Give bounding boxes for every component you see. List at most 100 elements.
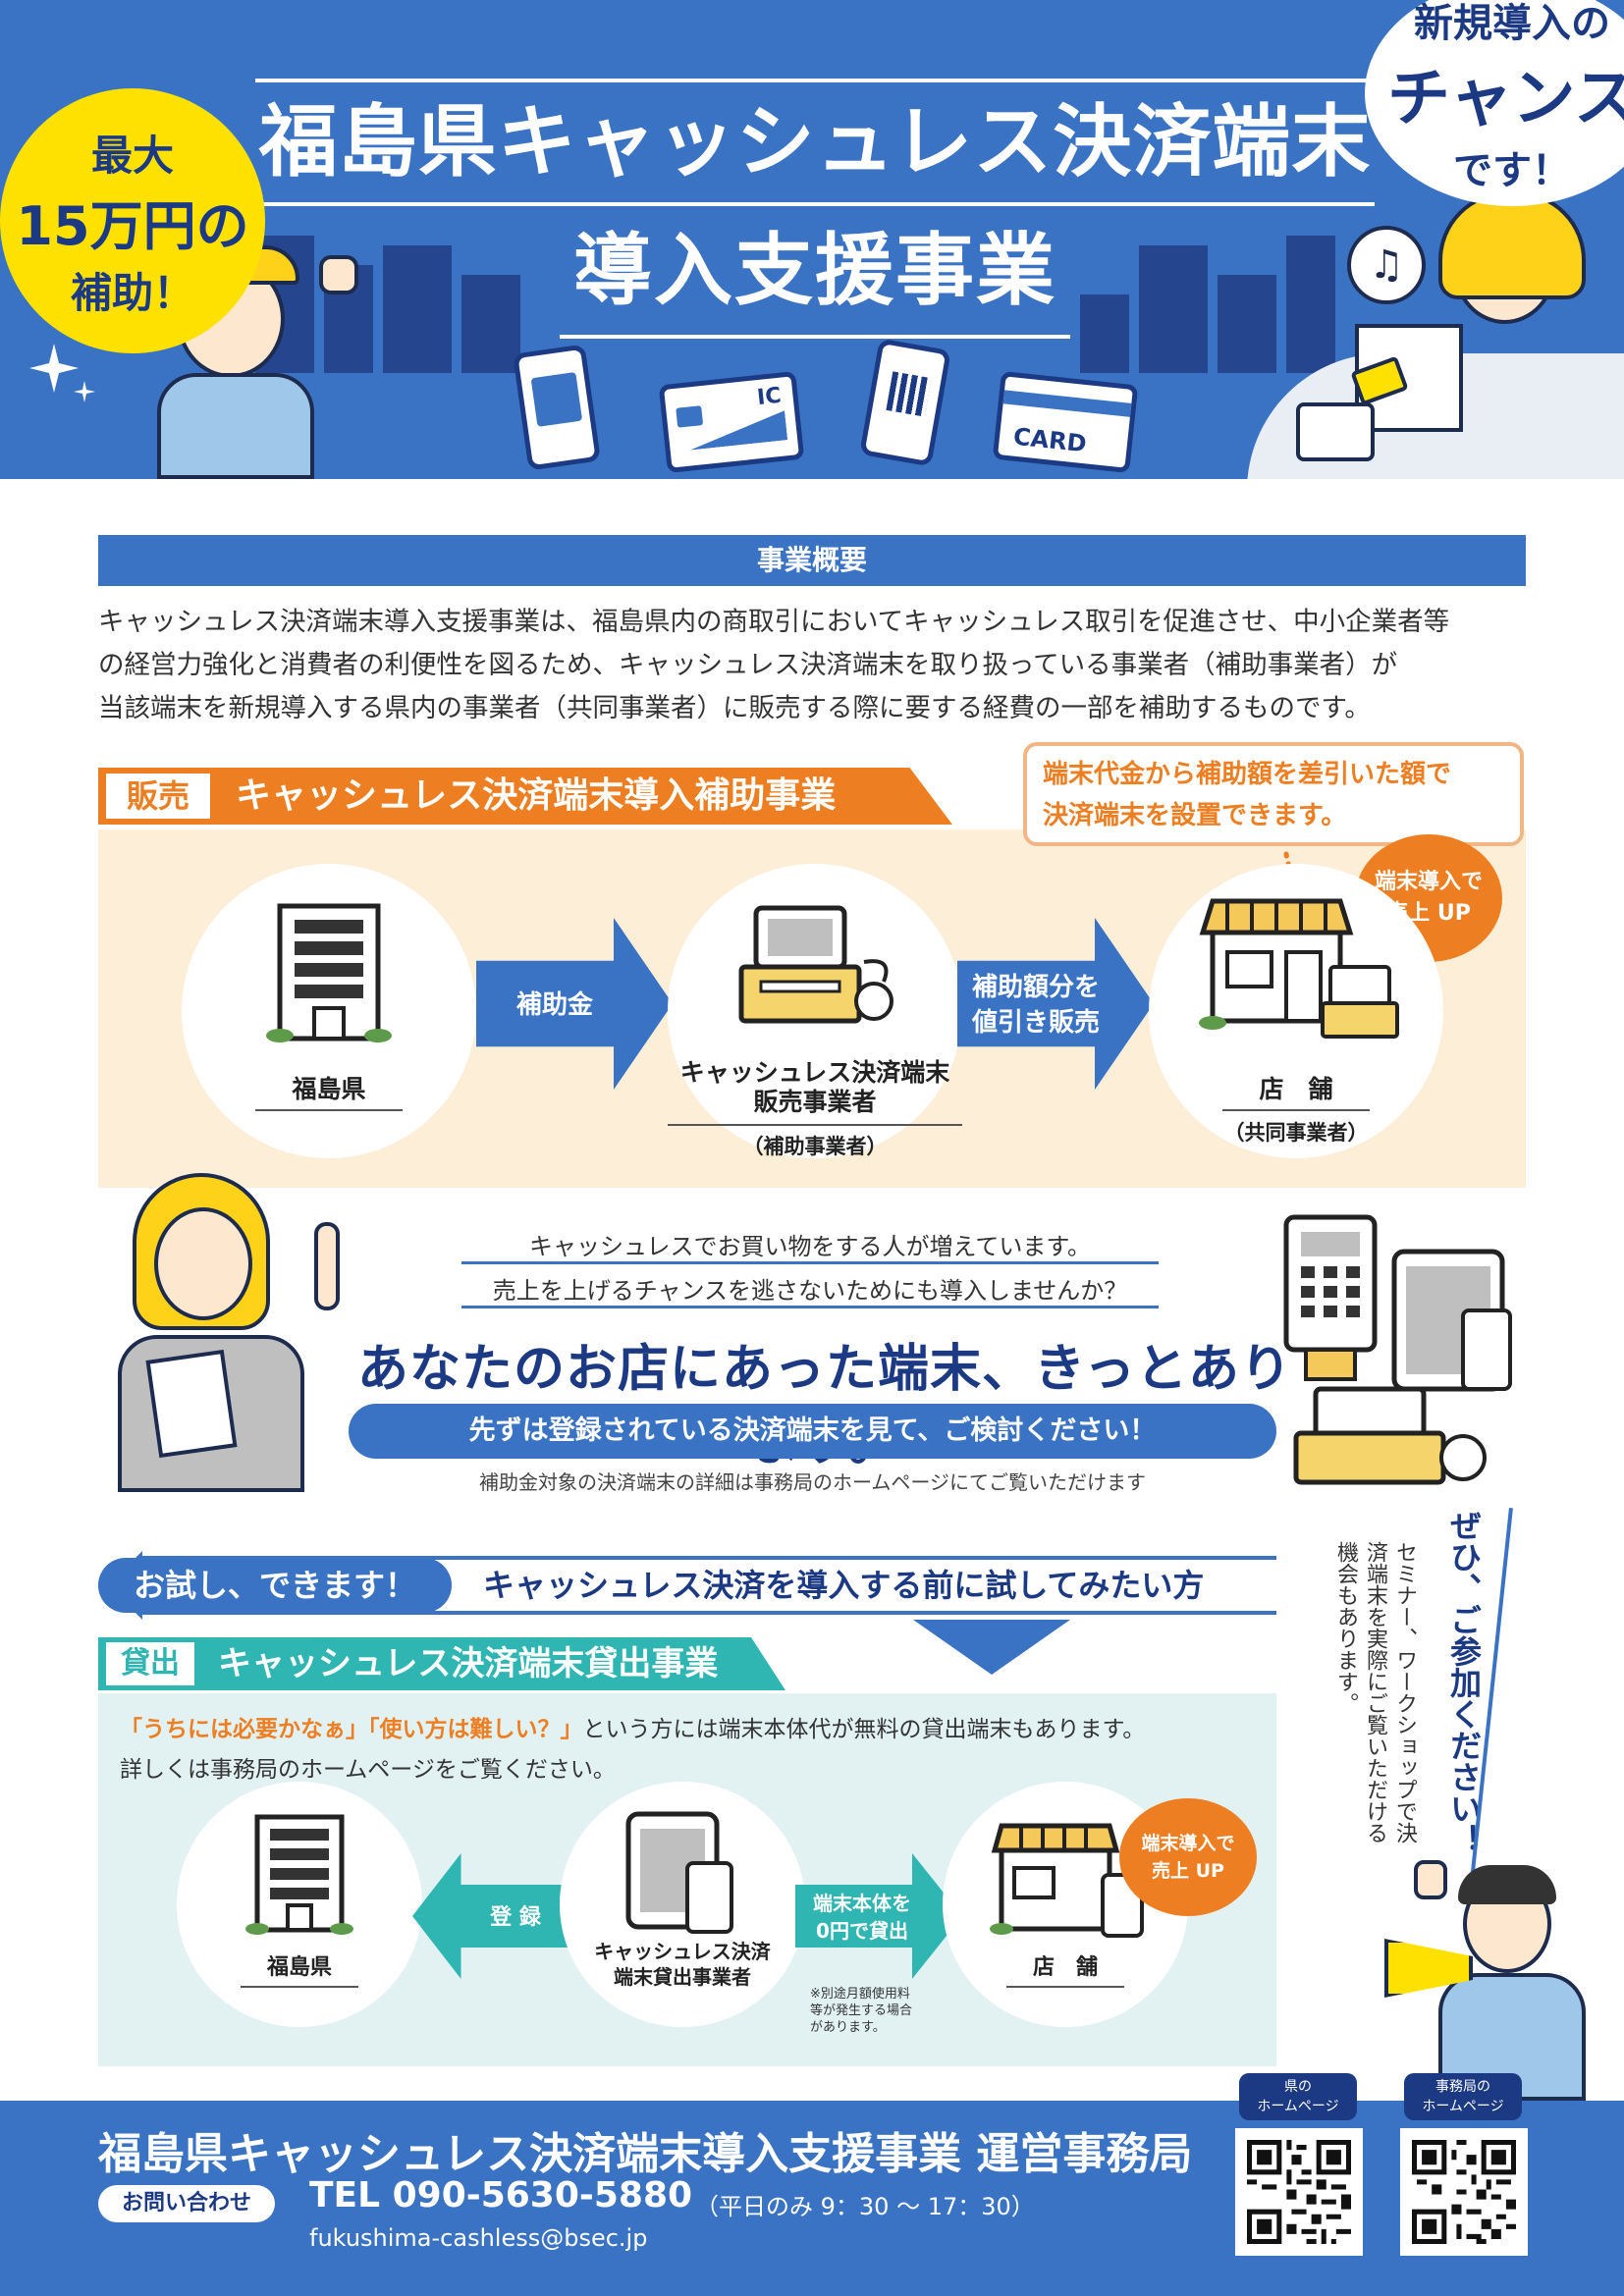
promo-line-1: キャッシュレスでお買い物をする人が増えています。 (461, 1227, 1159, 1264)
vendor-label-line1: キャッシュレス決済端末 (679, 1058, 950, 1087)
vendor-label: キャッシュレス決済端末 販売事業者 (668, 1058, 962, 1117)
overview-line: キャッシュレス決済端末導入支援事業は、福島県内の商取引においてキャッシュレス取引… (98, 607, 1450, 637)
office-homepage-line1: 事務局の (1435, 2079, 1490, 2095)
prefecture-homepage-line2: ホームページ (1257, 2099, 1339, 2114)
office-homepage-line2: ホームページ (1422, 2099, 1504, 2114)
lending-details-text: 詳しくは事務局のホームページをご覧ください。 (120, 1757, 616, 1783)
underline (1006, 1986, 1124, 1988)
promo-line-2: 売上を上げるチャンスを逃さないためにも導入しませんか？ (461, 1271, 1159, 1308)
subsidy-badge: 最大 15万円の 補助！ (0, 88, 265, 353)
payment-terminal-shape (1296, 402, 1375, 461)
prefecture-homepage-label: 県の ホームページ (1239, 2073, 1357, 2120)
pos-terminal-icon (738, 905, 893, 1024)
presenter-woman-illustration (93, 1168, 378, 1492)
office-building-icon (266, 903, 392, 1042)
overview-line: 当該端末を新規導入する県内の事業者（共同事業者）に販売する際に要する経費の一部を… (98, 693, 1371, 723)
underline (255, 1109, 403, 1111)
sparkle-icon (74, 381, 95, 402)
contact-label: お問い合わせ (98, 2185, 275, 2222)
sales-up-line1: 端末導入で (1374, 870, 1483, 894)
trial-pointer (913, 1620, 1070, 1675)
smartphone-icon (513, 344, 601, 471)
prefecture-label: 福島県 (292, 1075, 366, 1103)
register-arrow-label: 登 録 (490, 1905, 541, 1930)
underline (241, 1986, 358, 1988)
overview-line: の経営力強化と消費者の利便性を図るため、キャッシュレス決済端末を取り扱っている事… (98, 650, 1398, 680)
hair-shape (1438, 191, 1586, 299)
store-icon (990, 1823, 1144, 1938)
discount-arrow-label: 補助額分を 値引き販売 (957, 970, 1114, 1041)
lending-tag: 貸出 (106, 1642, 194, 1685)
chance-badge-line1: 新規導入の (1414, 1, 1610, 46)
underline (668, 1124, 962, 1126)
prefecture-homepage-line1: 県の (1284, 2079, 1312, 2095)
vendor-label-line2: 販売事業者 (753, 1088, 877, 1116)
overview-text: キャッシュレス決済端末導入支援事業は、福島県内の商取引においてキャッシュレス取引… (98, 601, 1532, 730)
building-shape (1080, 294, 1129, 373)
vendor-sub-label: （補助事業者） (742, 1135, 888, 1158)
ic-card-icon: IC (658, 370, 805, 474)
lending-title: キャッシュレス決済端末貸出事業 (218, 1644, 719, 1683)
office-name: 福島県キャッシュレス決済端末導入支援事業 運営事務局 (98, 2129, 1193, 2179)
building-shape (1218, 275, 1276, 373)
credit-card-icon: CARD (992, 370, 1139, 474)
chance-badge-line3: です！ (1453, 148, 1571, 193)
office-building-icon (245, 1814, 353, 1935)
phone-number[interactable]: TEL 090-5630-5880 (309, 2175, 693, 2216)
store-sub-label: （共同事業者） (1223, 1121, 1369, 1145)
lending-fee-note: ※別途月額使用料 等が発生する場合 があります。 (810, 1986, 912, 2036)
lending-fee-note-line3: があります。 (810, 2020, 886, 2035)
discount-arrow-line1: 補助額分を (971, 973, 1100, 1002)
promo-callout: 先ずは登録されている決済端末を見て、ご検討ください！ (349, 1404, 1276, 1459)
lending-prefecture-node: 福島県 (177, 1782, 422, 2027)
lending-vendor-line2: 端末貸出事業者 (614, 1965, 751, 1989)
subsidy-arrow-label: 補助金 (515, 990, 593, 1020)
store-label: 店 舗 (1259, 1075, 1333, 1103)
sales-tag: 販売 (106, 774, 210, 819)
chance-badge: 新規導入の チャンス です！ (1365, 0, 1624, 206)
trial-text: キャッシュレス決済を導入する前に試してみたい方 (483, 1567, 1205, 1604)
seminar-vertical-text: セミナー、ワークショップで決済端末を実際にご覧いただける機会もあります。 (1333, 1541, 1417, 1843)
office-qr-code[interactable] (1400, 2128, 1528, 2256)
qr-code-icon (1247, 2140, 1351, 2244)
qr-phone-icon (859, 338, 951, 467)
promo-footnote: 補助金対象の決済端末の詳細は事務局のホームページにてご覧いただけます (479, 1470, 1146, 1494)
payment-terminals-illustration (1283, 1214, 1512, 1485)
sales-section-header (98, 768, 952, 825)
prefecture-node: 福島県 (182, 864, 476, 1158)
invite-vertical-text: ぜひ、ご参加ください！ (1445, 1510, 1483, 1855)
ic-card-label: IC (755, 383, 783, 411)
sales-note: 端末代金から補助額を差引いた額で 決済端末を設置できます。 (1023, 742, 1524, 846)
sales-note-line1: 端末代金から補助額を差引いた額で (1043, 760, 1452, 789)
title-line-2: 導入支援事業 (560, 211, 1070, 339)
building-shape (383, 245, 452, 373)
lend-arrow-line2: 0円で貸出 (816, 1919, 908, 1943)
office-homepage-label: 事務局の ホームページ (1404, 2073, 1522, 2120)
qr-code-icon (1412, 2140, 1516, 2244)
lending-sales-up-badge: 端末導入で 売上 UP (1119, 1798, 1257, 1916)
lending-question: 「うちには必要かなぁ」「使い方は難しい？」 (120, 1717, 583, 1742)
lending-fee-note-line1: ※別途月額使用料 (810, 1987, 910, 2002)
email-address[interactable]: fukushima-cashless@bsec.jp (309, 2224, 648, 2252)
lending-description-rest: という方には端末本体代が無料の貸出端末もあります。 (582, 1717, 1146, 1742)
vendor-node: キャッシュレス決済端末 販売事業者 （補助事業者） (668, 864, 962, 1158)
lending-prefecture-label: 福島県 (266, 1955, 332, 1980)
credit-card-label: CARD (1011, 422, 1088, 458)
lending-sales-up-line2: 売上 UP (1152, 1860, 1224, 1882)
music-note-icon: ♫ (1347, 226, 1426, 304)
store-node: 店 舗 （共同事業者） (1149, 864, 1443, 1158)
suit-shape (157, 373, 314, 479)
building-shape (461, 275, 520, 373)
sparkle-icon (29, 344, 79, 393)
lending-store-label: 店 舗 (1032, 1955, 1098, 1980)
fist-shape (319, 255, 358, 294)
lending-vendor-label: キャッシュレス決済 端末貸出事業者 (560, 1939, 805, 1990)
lending-fee-note-line2: 等が発生する場合 (810, 2003, 913, 2018)
building-shape (1139, 245, 1208, 373)
subsidy-badge-line1: 最大 (90, 131, 174, 180)
prefecture-qr-code[interactable] (1235, 2128, 1363, 2256)
chance-badge-line2: チャンス (1386, 63, 1624, 135)
lending-sales-up-line1: 端末導入で (1141, 1833, 1235, 1854)
lend-arrow-line1: 端末本体を (813, 1892, 911, 1915)
megaphone-man-illustration (1384, 1855, 1600, 2101)
